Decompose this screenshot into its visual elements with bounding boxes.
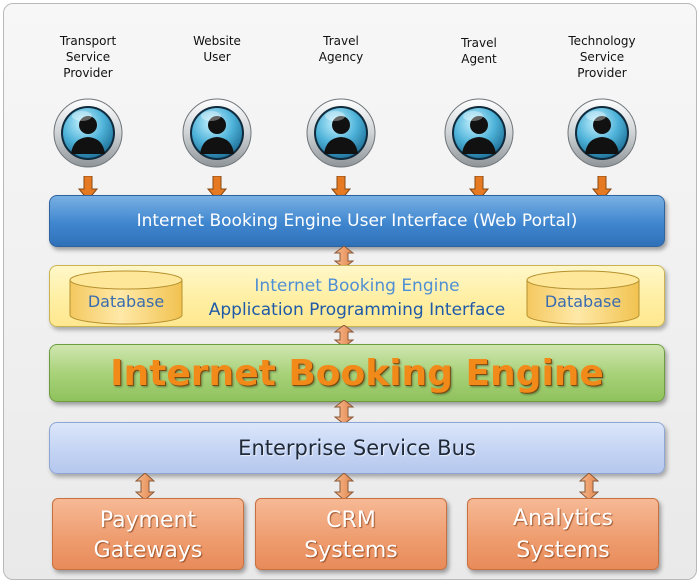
api-title-line2: Application Programming Interface [208,300,506,320]
system-label-line2: Systems [516,538,610,563]
database-label-right: Database [544,292,622,311]
web-portal-label: Internet Booking Engine User Interface (… [136,211,578,231]
service-bus-layer: Enterprise Service Bus [49,422,665,474]
system-label-line1: Payment [99,508,197,533]
web-portal-layer: Internet Booking Engine User Interface (… [49,195,665,247]
user-avatar-icon [444,98,514,168]
user-label: Technology Service Provider [568,34,636,80]
user-technology-service-provider: Technology Service Provider [544,0,660,200]
user-travel-agency: Travel Agency [283,0,399,200]
user-avatar-icon [306,98,376,168]
double-arrow-icon [334,400,354,424]
user-transport-service-provider: Transport Service Provider [30,0,146,200]
analytics-systems-box: Analytics Systems [467,498,659,570]
api-layer: Database Internet Booking Engine Applica… [49,265,665,327]
user-label: Travel Agent [461,36,497,66]
api-title-line1: Internet Booking Engine [254,276,460,296]
crm-systems-box: CRM Systems [255,498,447,570]
user-travel-agent: Travel Agent [421,0,537,200]
double-arrow-icon [579,473,599,500]
user-label: Transport Service Provider [59,34,117,80]
double-arrow-icon [135,473,155,500]
booking-engine-label: Internet Booking Engine [110,353,604,394]
user-avatar-icon [53,98,123,168]
user-label: Travel Agency [318,34,364,64]
system-label-line2: Systems [304,538,398,563]
system-label-line1: Analytics [513,506,613,531]
service-bus-label: Enterprise Service Bus [238,436,476,460]
user-avatar-icon [567,98,637,168]
system-label-line1: CRM [326,508,376,533]
user-avatar-icon [182,98,252,168]
database-label-left: Database [87,292,165,311]
double-arrow-icon [334,473,354,500]
user-label: Website User [193,34,241,64]
system-label-line2: Gateways [93,538,203,563]
booking-engine-layer: Internet Booking Engine [49,344,665,402]
payment-gateways-box: Payment Gateways [52,498,244,570]
user-website-user: Website User [159,0,275,200]
